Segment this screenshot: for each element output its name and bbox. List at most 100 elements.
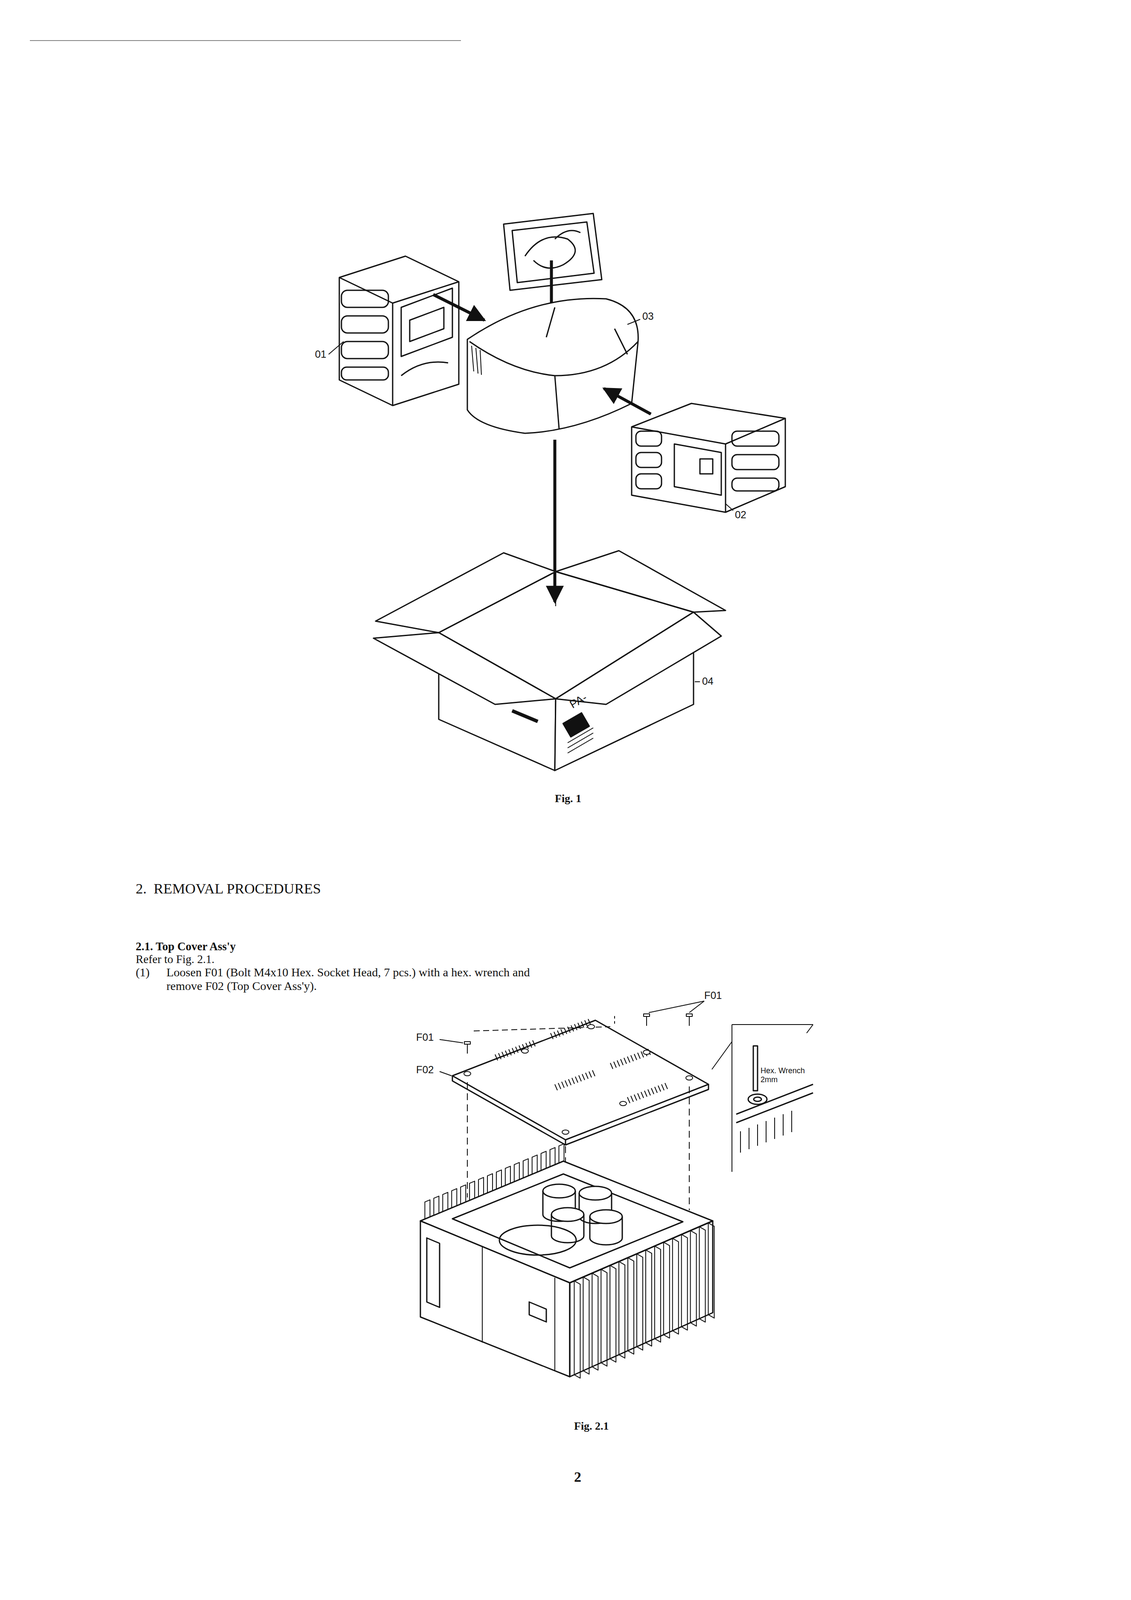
heat-sink-fin [451, 1188, 457, 1208]
instruction-text: Loosen F01 (Bolt M4x10 Hex. Socket Head,… [166, 965, 551, 993]
heat-sink-fin [496, 1169, 502, 1190]
vent-slot [553, 1031, 557, 1038]
section-number: 2. [135, 880, 147, 897]
vent-slot [585, 1072, 589, 1079]
heat-sink-fin [424, 1199, 430, 1219]
vent-slot [630, 1095, 634, 1102]
heat-sink-fin [532, 1154, 538, 1175]
vent-slot [532, 1040, 536, 1047]
vent-slot [518, 1045, 522, 1052]
vent-slot [627, 1056, 630, 1063]
vent-slot [505, 1050, 508, 1057]
heat-sink-fin [582, 1276, 589, 1374]
heat-sink-fin [618, 1261, 625, 1358]
page-number: 2 [574, 1468, 582, 1485]
vent-slot [582, 1073, 585, 1080]
vent-slot [661, 1084, 665, 1091]
leader-line [328, 341, 344, 355]
vent-slot [644, 1090, 648, 1097]
leader-line [648, 1000, 705, 1013]
heat-sink-fin [469, 1180, 475, 1201]
callout-number: 02 [734, 508, 747, 521]
heat-sink-fin [523, 1158, 529, 1178]
vent-slot [550, 1032, 554, 1039]
callout-number: 04 [702, 675, 714, 688]
vent-slot [568, 1078, 572, 1085]
heat-sink-fin [541, 1151, 547, 1171]
vent-slot [498, 1052, 502, 1059]
vent-slot [561, 1081, 565, 1088]
heat-sink-fin [636, 1253, 643, 1350]
heat-sink-fin [574, 1280, 581, 1378]
figure-caption: Fig. 2.1 [574, 1419, 610, 1433]
part-code: F01 [416, 1031, 434, 1044]
heat-sink-fin [654, 1245, 661, 1342]
vent-slot [501, 1051, 505, 1058]
vent-slot [588, 1018, 591, 1025]
leader-line [725, 503, 734, 511]
heat-sink-fin [681, 1234, 688, 1330]
carton [373, 550, 726, 771]
vent-slot [634, 1053, 637, 1060]
heat-sink-fin [550, 1147, 556, 1167]
vent-slot [664, 1082, 668, 1089]
heat-sink-fin [645, 1249, 652, 1346]
vent-slot [564, 1027, 567, 1034]
heat-sink-fin [433, 1195, 439, 1216]
vent-slot [571, 1077, 575, 1084]
vent-slot [627, 1096, 630, 1103]
vent-slot [565, 1080, 568, 1087]
heat-sink-fin [505, 1165, 511, 1186]
vent-slot [575, 1076, 578, 1083]
vent-slot [515, 1046, 519, 1053]
vent-slot [592, 1069, 595, 1076]
heat-sink-fin [591, 1272, 598, 1370]
heat-sink-fin [690, 1230, 697, 1327]
leader-line [627, 319, 641, 325]
part-code: F02 [416, 1063, 434, 1076]
vent-slot [620, 1058, 624, 1065]
leader-line [689, 1000, 705, 1013]
vent-slot [637, 1052, 641, 1059]
heat-sink-fin [627, 1257, 634, 1354]
vent-slot [554, 1084, 558, 1091]
vent-slot [495, 1054, 498, 1061]
heat-sink-fin [699, 1226, 706, 1322]
vent-slot [613, 1061, 617, 1068]
vent-slot [654, 1086, 658, 1093]
heat-sink-fin [600, 1268, 607, 1366]
vent-slot [630, 1055, 634, 1062]
vent-slot [557, 1030, 560, 1037]
page-rule [29, 40, 461, 41]
callout-number: 01 [314, 348, 327, 361]
instruction-text: Refer to Fig. 2.1. [135, 952, 215, 966]
heat-sink-fin [672, 1238, 679, 1334]
amplifier-chassis [420, 1143, 715, 1378]
vent-slot [574, 1023, 578, 1030]
heat-sink-fin [559, 1143, 565, 1163]
insert-arrow [433, 294, 485, 321]
vent-slot [641, 1091, 644, 1098]
leader-line [439, 1071, 452, 1076]
heat-sink-fin [460, 1184, 466, 1204]
bolt [464, 1013, 693, 1054]
part-code: F01 [704, 989, 722, 1002]
heat-sink-fin [514, 1162, 520, 1182]
leader-line [439, 1039, 464, 1043]
poly-bag [467, 298, 639, 434]
foam-block [631, 403, 786, 513]
figure-caption: Fig. 1 [554, 792, 582, 805]
vent-slot [647, 1089, 651, 1096]
vent-slot [571, 1025, 574, 1032]
heat-sink-fin [442, 1192, 448, 1212]
vent-slot [610, 1062, 613, 1069]
vent-slot [578, 1075, 582, 1082]
foam-block [339, 256, 459, 406]
vent-slot [623, 1057, 627, 1064]
vent-slot [658, 1085, 661, 1092]
subsection-heading: 2.1. Top Cover Ass'y [135, 939, 236, 954]
tool-note: Hex. Wrench 2mm [760, 1066, 808, 1084]
vent-slot [560, 1028, 564, 1035]
leader-line [694, 681, 700, 683]
vent-slot [512, 1047, 515, 1054]
